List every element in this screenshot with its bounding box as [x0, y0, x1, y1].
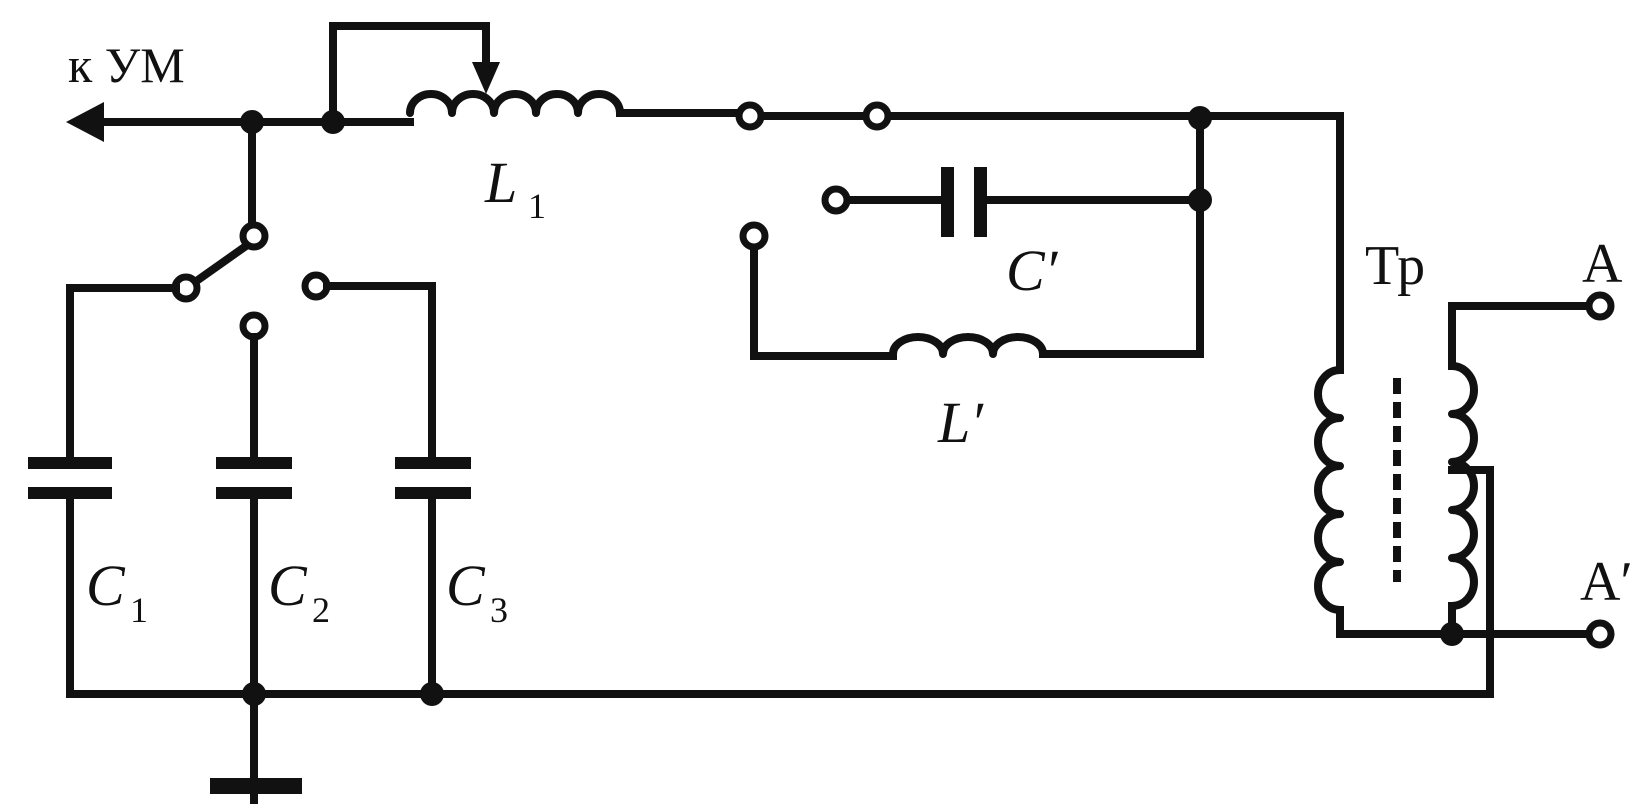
junction: [420, 682, 444, 706]
branch-C-L-prime: [739, 112, 1344, 360]
arrow-left-icon: [66, 102, 104, 142]
label-C1: C: [86, 553, 126, 618]
label-C2: C: [268, 553, 308, 618]
label-L1: L: [484, 150, 517, 215]
series-switch: [735, 101, 1204, 131]
junction: [1440, 622, 1464, 646]
transformer-Tp: [1314, 112, 1615, 698]
terminal-L-prime: [739, 221, 769, 251]
capacitor-C2: [216, 333, 292, 804]
junction-dots: [240, 106, 1464, 706]
inductor-L1: [406, 90, 748, 117]
label-C3-subscript: 3: [490, 590, 508, 630]
junction: [240, 110, 264, 134]
ground-bus: [66, 690, 1494, 794]
output-terminal-A-prime: [1585, 619, 1615, 649]
label-output-A-prime: А′: [1580, 551, 1633, 613]
label-to-amplifier: к УМ: [68, 37, 185, 93]
output-terminal-A: [1585, 291, 1615, 321]
label-L-prime: L′: [937, 390, 984, 455]
ground-icon: [210, 778, 302, 794]
capacitor-C3: [323, 282, 471, 698]
label-C1-subscript: 1: [130, 590, 148, 630]
selector-terminal: [239, 221, 269, 251]
junction: [1188, 188, 1212, 212]
label-C-prime: C′: [1006, 238, 1059, 303]
input-to-amplifier: [66, 102, 414, 142]
capacitor-C-prime-plate: [941, 167, 954, 237]
terminal-C-prime: [821, 185, 851, 215]
label-transformer: Тр: [1365, 235, 1425, 297]
switch-terminal: [862, 101, 892, 131]
label-C2-subscript: 2: [312, 590, 330, 630]
tap-arrow-icon: [472, 62, 500, 94]
junction: [1188, 106, 1212, 130]
capacitor-C1: [28, 284, 180, 698]
switch-terminal: [735, 101, 765, 131]
capacitor-selector-switch: [171, 118, 331, 341]
label-C3: C: [446, 553, 486, 618]
inductor-L1-tap: [329, 22, 500, 126]
junction: [242, 682, 266, 706]
label-output-A: А: [1582, 233, 1623, 295]
junction: [321, 110, 345, 134]
capacitor-C-prime-plate: [974, 167, 987, 237]
label-L1-subscript: 1: [528, 186, 546, 226]
